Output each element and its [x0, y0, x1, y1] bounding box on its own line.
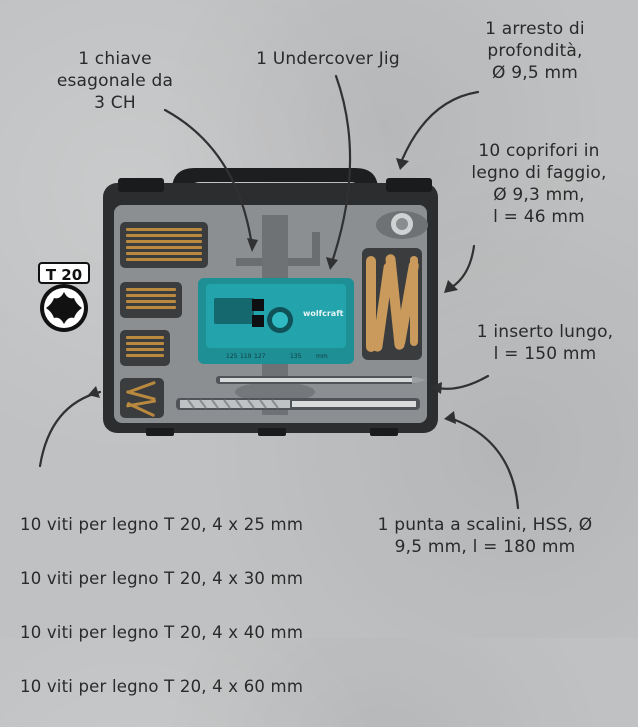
- label-screws: 10 viti per legno T 20, 4 x 25 mm 10 vit…: [20, 484, 350, 727]
- arrow-jig: [330, 74, 352, 264]
- case-foot-center: [258, 428, 286, 436]
- case-latch-right: [386, 178, 432, 192]
- label-jig: 1 Undercover Jig: [256, 49, 400, 69]
- jig-scale-unit: mm: [316, 353, 328, 360]
- jig-scale: 125 119 127 135 mm: [226, 353, 328, 360]
- step-drill: [176, 398, 420, 410]
- arrow-bit: [436, 374, 490, 390]
- jig-scale-119: 119: [240, 353, 252, 360]
- jig-post-base: [235, 382, 315, 402]
- screw-line-60mm: 10 viti per legno T 20, 4 x 60 mm: [20, 677, 304, 696]
- arrow-drill: [448, 416, 520, 510]
- label-depth-stop: 1 arresto di profondità, Ø 9,5 mm: [485, 19, 585, 83]
- label-drill: 1 punta a scalini, HSS, Ø 9,5 mm, l = 18…: [377, 515, 593, 557]
- arrow-screws: [38, 390, 102, 468]
- jig-scale-125: 125: [226, 353, 238, 360]
- screws-25mm: [126, 381, 156, 417]
- screw-box-25mm: [120, 378, 164, 418]
- torx-badge: T 20: [38, 262, 90, 332]
- label-bit: 1 inserto lungo, l = 150 mm: [476, 322, 614, 364]
- label-plugs: 10 coprifori in legno di faggio, Ø 9,3 m…: [471, 141, 607, 227]
- screw-box-60mm: [120, 222, 208, 268]
- screws-30mm: [126, 336, 164, 357]
- callout-arrows: [38, 74, 520, 510]
- screw-line-40mm: 10 viti per legno T 20, 4 x 40 mm: [20, 623, 304, 642]
- arrow-plugs: [450, 244, 476, 289]
- long-bit: [216, 376, 426, 384]
- jig-slot-left: [214, 298, 254, 324]
- jig-brand-text: wolfcraft: [303, 309, 344, 318]
- jig-scale-127: 127: [254, 353, 266, 360]
- screws-60mm: [126, 228, 202, 261]
- case-foot-right: [370, 428, 398, 436]
- torx-icon: [40, 284, 88, 332]
- case-latch-left: [118, 178, 164, 192]
- screw-line-25mm: 10 viti per legno T 20, 4 x 25 mm: [20, 515, 304, 534]
- arrow-heads: [88, 158, 458, 424]
- label-hex-key: 1 chiave esagonale da 3 CH: [56, 49, 174, 113]
- jig-scale-135: 135: [290, 353, 302, 360]
- jig-hole-upper: [252, 299, 264, 311]
- screw-line-30mm: 10 viti per legno T 20, 4 x 30 mm: [20, 569, 304, 588]
- case-illustration: wolfcraft 125 119 127 135 mm: [38, 74, 520, 510]
- wood-plugs: [362, 248, 422, 360]
- undercover-jig: wolfcraft 125 119 127 135 mm: [198, 278, 354, 364]
- case-handle: [172, 168, 378, 200]
- depth-stop: [376, 211, 428, 239]
- jig-knob-center: [272, 312, 288, 328]
- screw-compartments: [120, 222, 208, 418]
- screws-40mm: [126, 288, 176, 309]
- case-foot-left: [146, 428, 174, 436]
- arrow-hex-key: [163, 108, 254, 248]
- torx-badge-label: T 20: [38, 262, 90, 284]
- arrow-depth-stop: [400, 90, 480, 162]
- product-scene: wolfcraft 125 119 127 135 mm: [20, 19, 614, 696]
- jig-hole-lower: [252, 315, 264, 327]
